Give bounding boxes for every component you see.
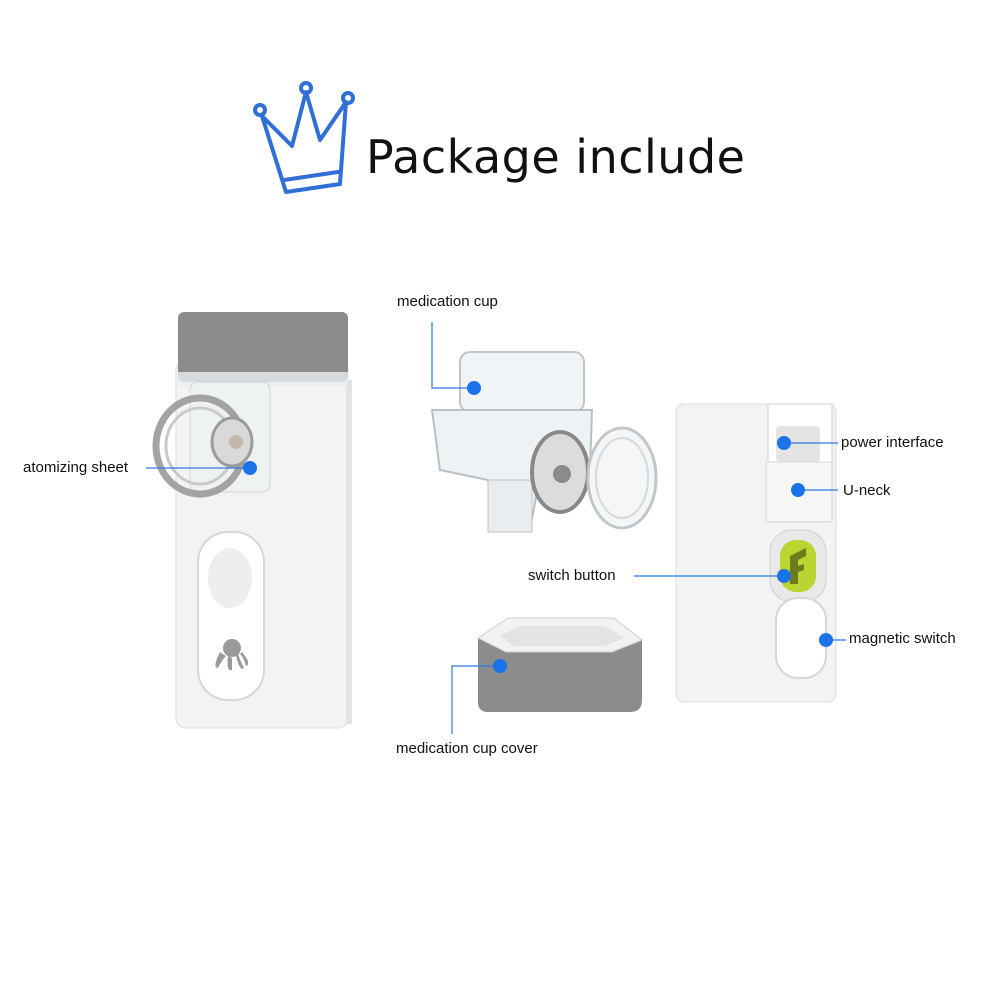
nebulizer-main-unit [175,312,352,729]
callout-lines [146,322,846,734]
nebulizer-side-unit [675,403,837,703]
label-atomizing-sheet: atomizing sheet [23,459,129,476]
octopus-logo-icon [215,639,249,671]
dot-magnetic-switch [819,633,833,647]
dot-switch-button [777,569,791,583]
label-u-neck: U-neck [843,482,891,499]
medication-cup-cover-part [477,617,643,712]
callout-dots [243,381,833,673]
dot-medication-cup-cover [493,659,507,673]
dot-atomizing-sheet [243,461,257,475]
attached-medication-cup [152,381,271,498]
dot-medication-cup [467,381,481,395]
crown-icon [253,81,355,194]
medication-cup-part [430,351,658,533]
page-title: Package include [366,130,746,184]
dot-u-neck [791,483,805,497]
label-power-interface: power interface [841,434,944,451]
label-medication-cup: medication cup [397,293,498,310]
label-switch-button: switch button [528,567,616,584]
label-medication-cup-cover: medication cup cover [396,740,538,757]
dot-power-interface [777,436,791,450]
label-magnetic-switch: magnetic switch [849,630,956,647]
